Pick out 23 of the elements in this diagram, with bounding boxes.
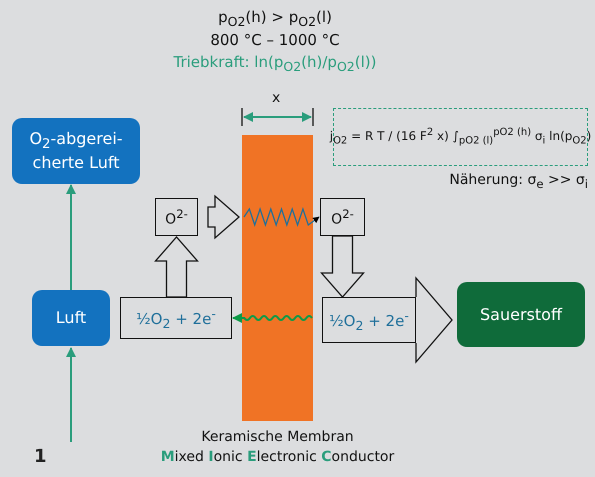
block-arrow [207, 194, 240, 240]
dimension-label: x [272, 90, 280, 106]
reaction-box: ½O$_{2}$ + 2e$^{-}$ [322, 297, 416, 343]
zigzag-arrow [243, 206, 320, 228]
ion-box: O$^{2-}$ [320, 198, 365, 236]
temperature-text: 800 °C – 1000 °C [209, 31, 341, 49]
note-text: Näherung: σ$_{e}$ >> σ$_{i}$ [448, 172, 588, 191]
ion-box: O$^{2-}$ [155, 198, 198, 236]
wavy-arrow [232, 313, 313, 323]
membrane-subtitle: Mixed Ionic Electronic Conductor [160, 449, 396, 465]
block-arrow [154, 236, 199, 298]
product-box: Sauerstoff [457, 282, 585, 347]
figure-number: 1 [34, 446, 47, 467]
block-arrow-head [415, 276, 453, 364]
arrow [66, 347, 76, 442]
condition-text: p$_{O2}$(h) > p$_{O2}$(l) [217, 8, 333, 29]
arrow [66, 184, 76, 290]
driving-force-text: Triebkraft: ln(p$_{O2}$(h)/p$_{O2}$(l)) [172, 53, 378, 74]
input-box: Luft [32, 290, 110, 346]
output-box: O$_{2}$-abgerei- cherte Luft [12, 118, 140, 184]
membrane-title: Keramische Membran [200, 429, 355, 445]
reaction-box: ½O$_{2}$ + 2e$^{-}$ [120, 297, 232, 339]
block-arrow [320, 235, 365, 298]
